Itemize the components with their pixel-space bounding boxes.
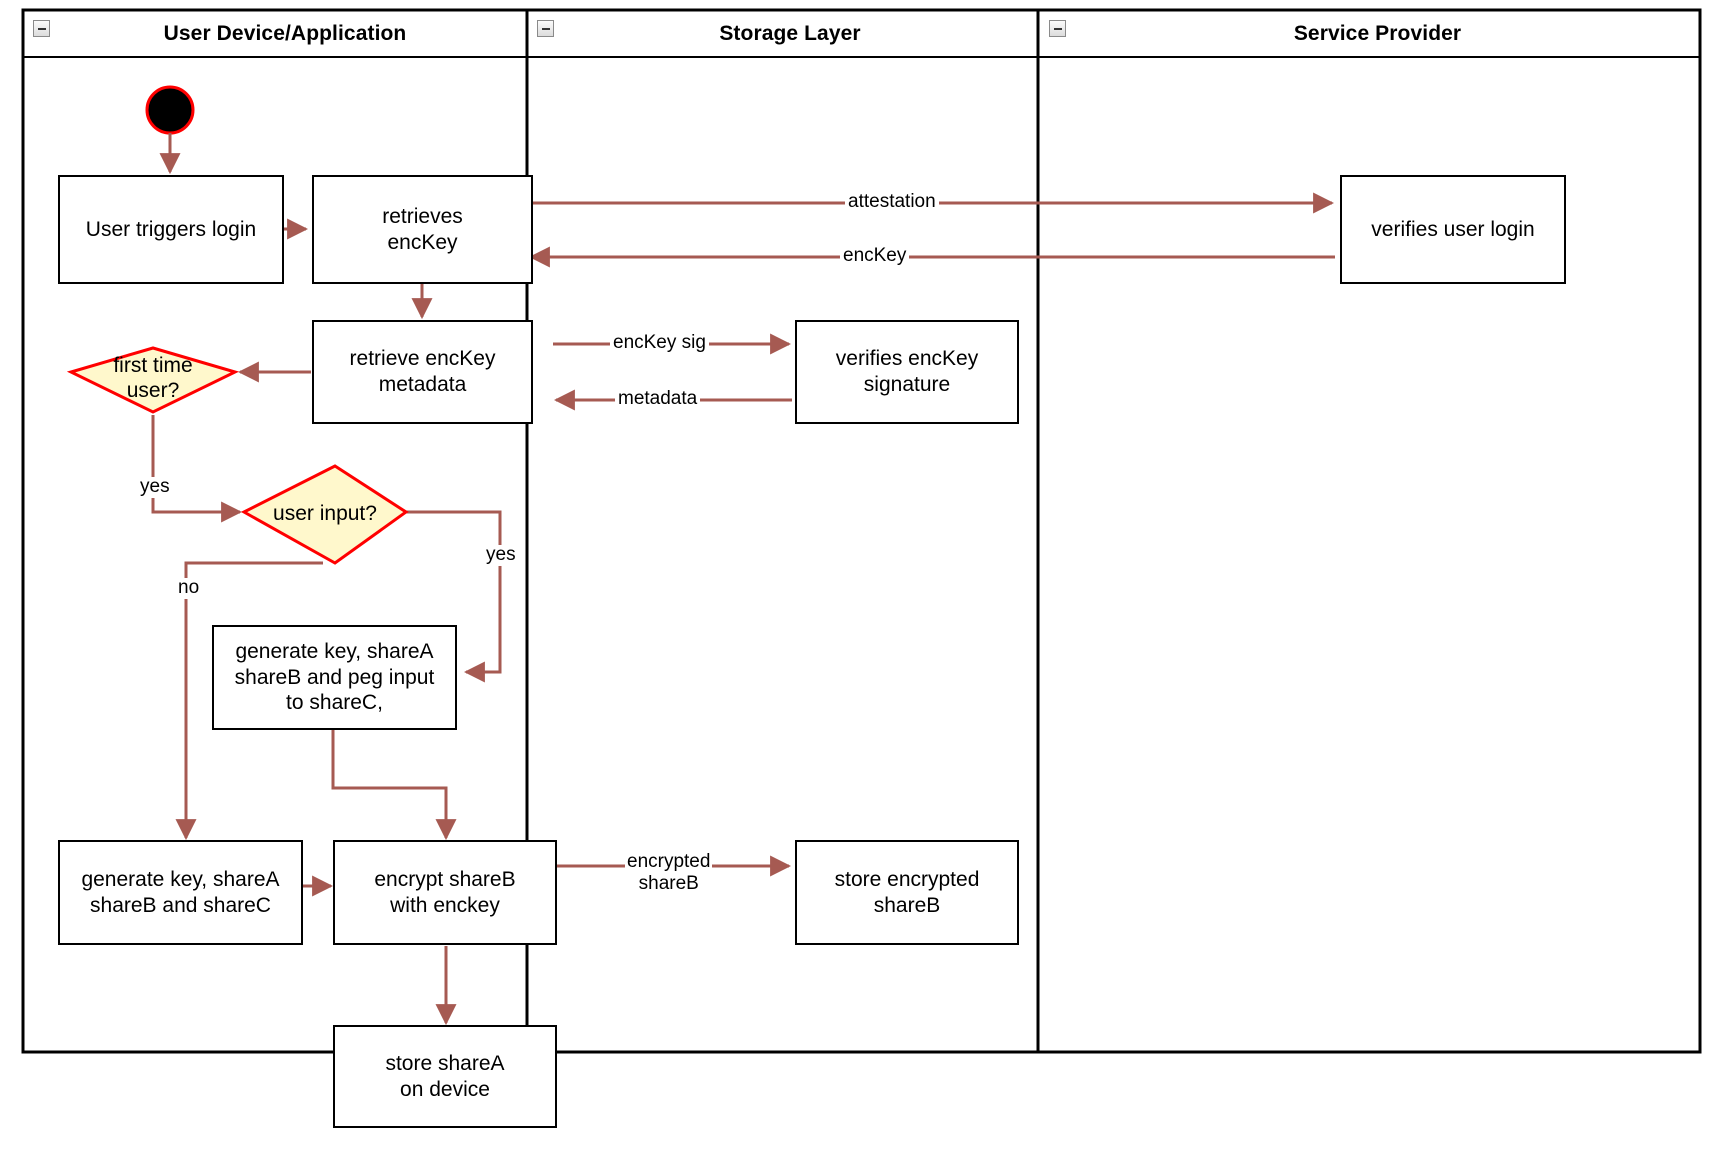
- activity-label: encrypt shareB with enckey: [374, 867, 516, 917]
- minus-icon[interactable]: [1049, 20, 1066, 37]
- decision-user-input-label-wrap: user input?: [244, 466, 406, 562]
- edge-label-user-input-yes: yes: [483, 544, 519, 566]
- activity-label: retrieves encKey: [382, 204, 463, 254]
- activity-generate-key-peg[interactable]: generate key, shareA shareB and peg inpu…: [212, 625, 457, 730]
- edge-label-encrypted-shareb: encrypted shareB: [625, 851, 713, 895]
- edge-label-first-time-yes: yes: [137, 476, 173, 498]
- activity-store-encrypted-shareb[interactable]: store encrypted shareB: [795, 840, 1019, 945]
- activity-retrieve-enckey-metadata[interactable]: retrieve encKey metadata: [312, 320, 533, 424]
- initial-node: [145, 85, 195, 135]
- activity-label: generate key, shareA shareB and shareC: [81, 867, 280, 917]
- decision-first-time-user[interactable]: [66, 346, 240, 414]
- edge-peg-to-encrypt: [331, 729, 457, 841]
- decision-label: user input?: [273, 501, 377, 525]
- edge-firsttime-yes: [151, 415, 243, 523]
- activity-label: User triggers login: [85, 217, 257, 241]
- lane-title-user-device: User Device/Application: [163, 22, 407, 45]
- activity-user-triggers-login[interactable]: User triggers login: [58, 175, 284, 284]
- decision-label: first time user?: [113, 354, 193, 402]
- activity-label: generate key, shareA shareB and peg inpu…: [234, 640, 435, 715]
- activity-retrieves-enckey[interactable]: retrieves encKey: [312, 175, 533, 284]
- lane-title-service-provider: Service Provider: [1293, 22, 1462, 45]
- edge-userinput-no: [175, 561, 323, 841]
- activity-label: verifies encKey signature: [835, 347, 979, 396]
- lane-title-storage: Storage Layer: [719, 22, 861, 45]
- activity-verifies-user-login[interactable]: verifies user login: [1340, 175, 1566, 284]
- activity-label: verifies user login: [1371, 217, 1535, 241]
- activity-encrypt-shareb[interactable]: encrypt shareB with enckey: [333, 840, 557, 945]
- decision-user-input[interactable]: [240, 464, 409, 565]
- activity-label: store encrypted shareB: [834, 867, 980, 917]
- decision-first-time-user-label-wrap: first time user?: [71, 340, 235, 418]
- activity-store-sharea[interactable]: store shareA on device: [333, 1025, 557, 1128]
- edge-label-user-input-no: no: [175, 577, 203, 599]
- minus-icon[interactable]: [537, 20, 554, 37]
- edge-label-enckey-sig: encKey sig: [610, 332, 709, 354]
- edge-label-enckey: encKey: [840, 245, 910, 267]
- activity-label: store shareA on device: [385, 1051, 505, 1101]
- edge-label-attestation: attestation: [845, 191, 939, 213]
- activity-generate-key-shares[interactable]: generate key, shareA shareB and shareC: [58, 840, 303, 945]
- activity-verifies-enckey-signature[interactable]: verifies encKey signature: [795, 320, 1019, 424]
- edge-userinput-yes: [406, 510, 502, 683]
- edge-label-metadata: metadata: [615, 388, 701, 410]
- decision-shapes: [66, 346, 409, 565]
- activity-label: retrieve encKey metadata: [349, 347, 496, 396]
- minus-icon[interactable]: [33, 20, 50, 37]
